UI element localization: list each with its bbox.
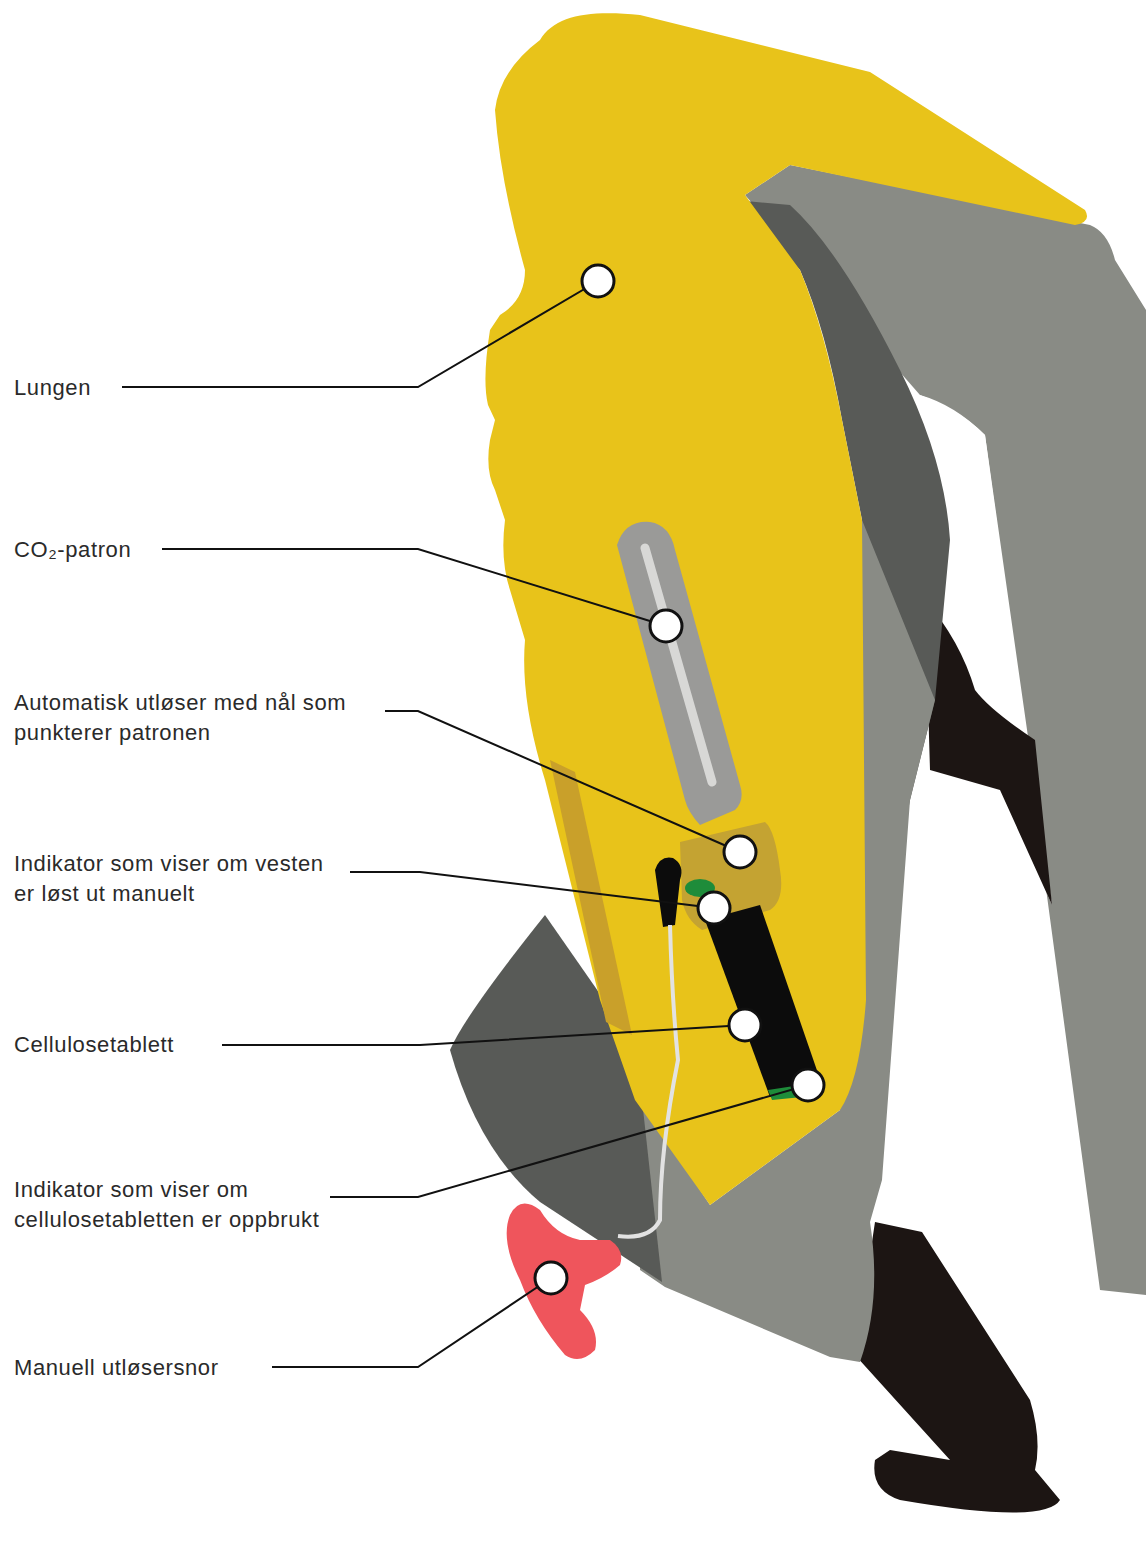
manual-lever <box>655 858 681 928</box>
callout-dots <box>535 265 824 1294</box>
leader-lines <box>122 281 808 1367</box>
callout-label: CO₂-patron <box>14 535 164 565</box>
lung-fold <box>550 760 632 1035</box>
inflatable-lung <box>485 13 1087 1205</box>
cartridge-highlight <box>645 548 712 782</box>
callout-label: Lungen <box>14 373 124 403</box>
callout-label: Manuell utløsersnor <box>14 1353 269 1383</box>
callout-label: Cellulosetablett <box>14 1030 244 1060</box>
harness <box>925 600 1052 905</box>
co2-cartridge <box>617 522 742 825</box>
pull-cord <box>618 925 678 1237</box>
gap <box>920 395 1052 905</box>
callout-label: Automatisk utløser med nål som punkterer… <box>14 688 359 748</box>
callout-label: Indikator som viser om cellulosetablette… <box>14 1175 409 1235</box>
harness-leg <box>855 1222 1060 1513</box>
pull-handle <box>507 1204 622 1359</box>
callout-label: Indikator som viser om vesten er løst ut… <box>14 849 334 909</box>
